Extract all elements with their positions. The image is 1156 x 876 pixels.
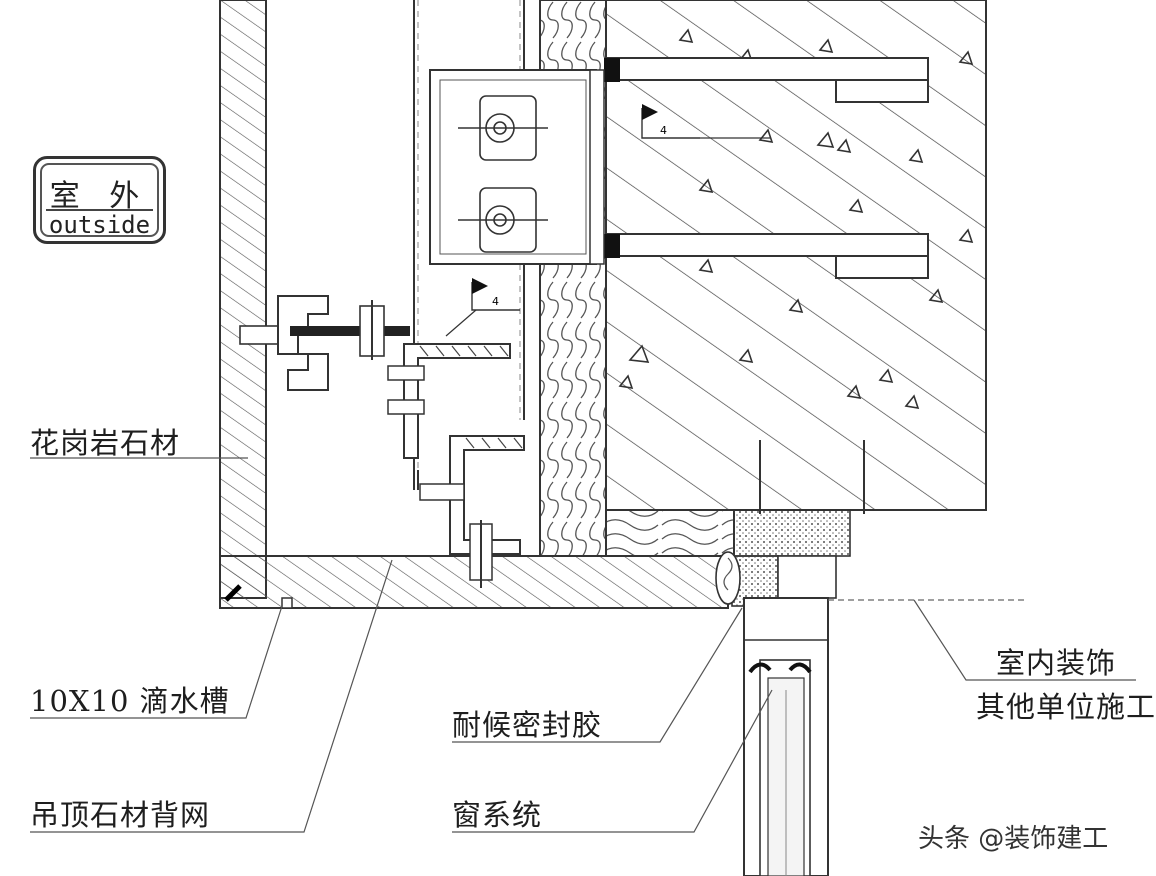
weld-symbol-2: 4	[445, 278, 520, 337]
mounting-plate	[429, 69, 605, 265]
granite-vertical-panel	[219, 0, 267, 599]
weld-size-2: 4	[492, 295, 499, 308]
badge-english-text: outside	[48, 211, 151, 239]
label-granite: 花岗岩石材	[30, 426, 181, 460]
badge-divider	[46, 209, 153, 211]
sealant-joint	[715, 509, 851, 607]
watermark: 头条 @装饰建工	[918, 824, 1109, 854]
label-drip-groove: 10X10 滴水槽	[30, 684, 230, 718]
badge-frame: 室 外 outside	[40, 163, 159, 239]
window-frame	[743, 555, 837, 876]
label-window-system: 窗系统	[452, 798, 543, 832]
badge-chinese-text: 室 外	[49, 179, 150, 214]
label-interior-line2: 其他单位施工	[976, 690, 1156, 724]
outside-label-badge: 室 外 outside	[33, 156, 166, 244]
drip-groove	[281, 597, 293, 609]
weld-size-1: 4	[660, 124, 667, 137]
stone-back-bolt-bracket	[239, 295, 511, 459]
anchor-nails	[759, 440, 865, 514]
label-sealant: 耐候密封胶	[452, 708, 603, 742]
label-interior-line1: 室内装饰	[996, 646, 1117, 680]
weld-symbol-1: 4	[641, 104, 770, 139]
embedded-anchor-plates	[604, 57, 929, 279]
leader-lines	[30, 457, 1136, 833]
lower-angle-bracket	[417, 435, 525, 588]
insulation-horizontal	[605, 509, 735, 557]
label-ceiling-mesh: 吊顶石材背网	[30, 798, 211, 832]
